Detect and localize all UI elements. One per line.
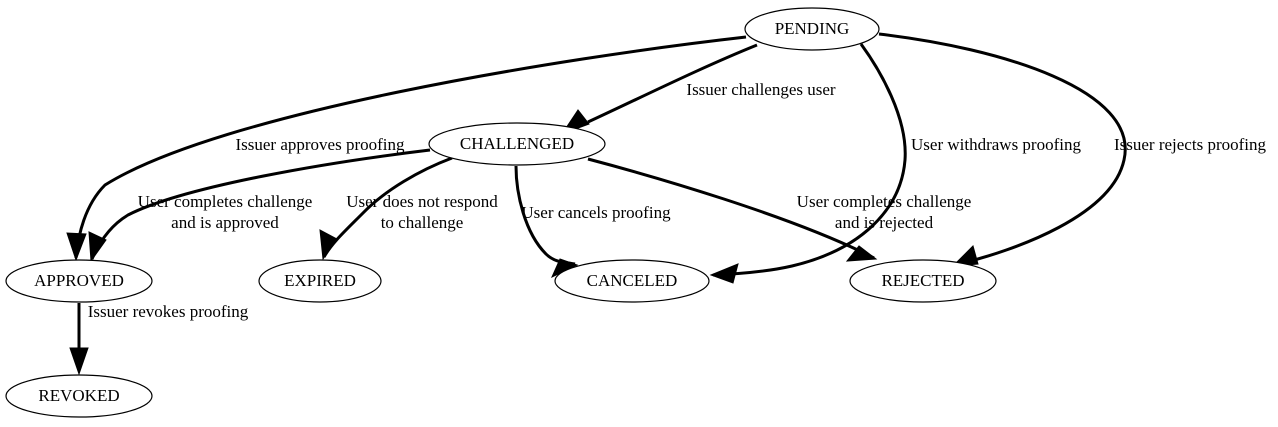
edge-path-pending-canceled [712, 43, 907, 277]
edge-label-challenged-expired-line2: to challenge [381, 213, 464, 232]
node-label-pending: PENDING [775, 19, 850, 38]
nodes-layer: PENDING CHALLENGED APPROVED EXPIRED CANC… [5, 7, 997, 418]
node-label-approved: APPROVED [34, 271, 124, 290]
node-shape-canceled [554, 259, 710, 303]
node-label-challenged: CHALLENGED [460, 134, 574, 153]
node-expired[interactable]: EXPIRED [258, 259, 382, 303]
edge-label-pending-canceled: User withdraws proofing [911, 135, 1081, 154]
arrowhead-approved-revoked [69, 347, 89, 376]
node-shape-pending [744, 7, 880, 51]
edge-pending-canceled[interactable] [709, 43, 907, 284]
edge-challenged-approved[interactable] [88, 148, 431, 263]
node-shape-rejected [849, 259, 997, 303]
edge-pending-approved[interactable] [66, 35, 747, 262]
node-rejected[interactable]: REJECTED [849, 259, 997, 303]
edge-pending-rejected[interactable] [878, 32, 1127, 267]
node-challenged[interactable]: CHALLENGED [428, 122, 606, 166]
node-label-revoked: REVOKED [38, 386, 119, 405]
edge-labels-layer: Issuer challenges user Issuer approves p… [88, 80, 1267, 321]
node-pending[interactable]: PENDING [744, 7, 880, 51]
edge-challenged-canceled[interactable] [514, 165, 579, 279]
edge-challenged-rejected[interactable] [587, 157, 878, 262]
edge-label-challenged-rejected-line2: and is rejected [835, 213, 934, 232]
arrowhead-challenged-rejected [845, 245, 878, 262]
edge-path-pending-rejected [878, 32, 1127, 267]
edge-label-challenged-approved-line2: and is approved [171, 213, 279, 232]
node-label-canceled: CANCELED [587, 271, 678, 290]
node-canceled[interactable]: CANCELED [554, 259, 710, 303]
edge-label-challenged-expired-line1: User does not respond [346, 192, 498, 211]
edge-label-pending-rejected: Issuer rejects proofing [1114, 135, 1267, 154]
edge-label-pending-approved: Issuer approves proofing [235, 135, 405, 154]
edge-label-pending-challenged: Issuer challenges user [686, 80, 836, 99]
arrowhead-challenged-expired [319, 229, 338, 261]
node-label-expired: EXPIRED [284, 271, 356, 290]
arrowhead-challenged-approved [88, 231, 107, 263]
node-shape-approved [5, 259, 153, 303]
node-approved[interactable]: APPROVED [5, 259, 153, 303]
edge-path-pending-challenged [587, 43, 758, 124]
edge-path-challenged-approved [90, 148, 431, 260]
arrowhead-pending-canceled [709, 263, 739, 284]
node-shape-expired [258, 259, 382, 303]
edge-approved-revoked[interactable] [69, 303, 89, 376]
edges-layer [66, 32, 1127, 376]
arrowhead-pending-approved [66, 232, 87, 262]
node-shape-revoked [5, 374, 153, 418]
edge-label-challenged-approved-line1: User completes challenge [138, 192, 313, 211]
node-shape-challenged [428, 122, 606, 166]
edge-label-challenged-canceled: User cancels proofing [521, 203, 671, 222]
node-label-rejected: REJECTED [881, 271, 964, 290]
edge-label-challenged-rejected-line1: User completes challenge [797, 192, 972, 211]
node-revoked[interactable]: REVOKED [5, 374, 153, 418]
edge-path-pending-approved [74, 35, 747, 259]
edge-label-approved-revoked: Issuer revokes proofing [88, 302, 249, 321]
edge-challenged-expired[interactable] [319, 156, 453, 261]
